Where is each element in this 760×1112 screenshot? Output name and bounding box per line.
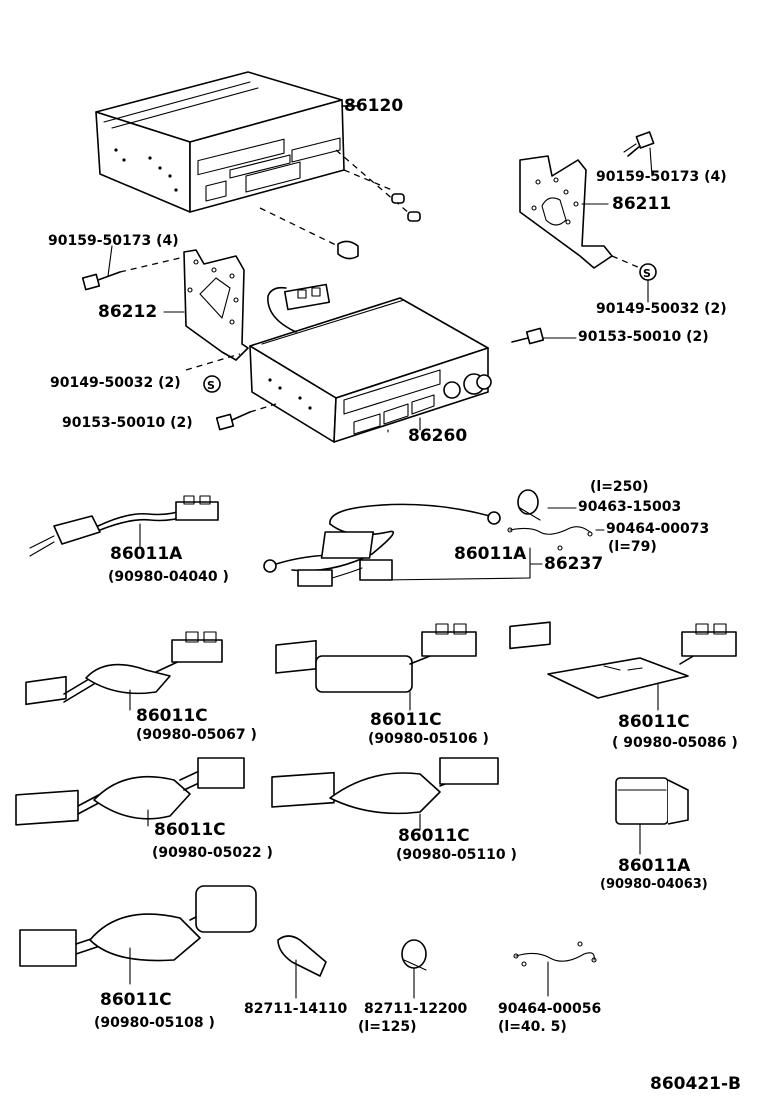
- leader-dashed: [259, 207, 343, 249]
- part-label-86011A-3: 86011A: [618, 856, 691, 876]
- part-label-86237: 86237: [544, 554, 604, 574]
- part-label-90980-05022: (90980-05022 ): [152, 845, 273, 861]
- svg-text:S: S: [643, 267, 651, 280]
- leader-dashed: [611, 255, 641, 269]
- part-label-90980-05067: (90980-05067 ): [136, 727, 257, 743]
- screw-icon: [81, 271, 121, 291]
- harness-86011C-2: [275, 623, 477, 693]
- part-label-90464-00056: 90464-00056: [498, 1001, 602, 1017]
- part-label-86011C-6: 86011C: [100, 990, 172, 1010]
- module-86011A-3: [615, 777, 689, 825]
- harness-86011C-1: [25, 631, 223, 706]
- harness-86011C-3: [509, 621, 737, 699]
- part-label-90980-05086: ( 90980-05086 ): [612, 735, 738, 751]
- harness-86011C-4: [15, 757, 245, 826]
- part-label-90149-50032-left: 90149-50032 (2): [50, 375, 181, 391]
- part-label-90980-05108: (90980-05108 ): [94, 1015, 215, 1031]
- part-label-90153-50010-right: 90153-50010 (2): [578, 329, 709, 345]
- harness-86011A-1: [29, 495, 219, 557]
- washer-s-icon: S: [639, 263, 657, 281]
- wire-icon: [513, 941, 597, 967]
- knob-icon: [337, 193, 421, 260]
- bracket-86211: [519, 155, 613, 269]
- leader-dashed: [335, 149, 411, 215]
- leader-dashed: [343, 169, 393, 191]
- leader-dashed: [249, 403, 277, 413]
- harness-86011C-6: [19, 885, 257, 967]
- part-label-86212: 86212: [98, 302, 158, 322]
- part-label-86011A-2: 86011A: [454, 544, 527, 564]
- part-label-l79: (l=79): [608, 539, 657, 555]
- part-label-90980-04063: (90980-04063): [600, 877, 708, 892]
- part-label-90464-00073: 90464-00073: [606, 521, 710, 537]
- harness-86011C-5: [271, 757, 499, 815]
- part-label-86011A-1: 86011A: [110, 544, 183, 564]
- part-label-86211: 86211: [612, 194, 672, 214]
- part-label-90153-50010-left: 90153-50010 (2): [62, 415, 193, 431]
- leader-dashed: [119, 257, 181, 273]
- part-label-l125: (l=125): [358, 1019, 417, 1035]
- part-label-86011C-3: 86011C: [618, 712, 690, 732]
- clamp-icon: [401, 939, 427, 971]
- part-label-l40-5: (l=40. 5): [498, 1019, 567, 1035]
- part-label-86011C-5: 86011C: [398, 826, 470, 846]
- clamp-icon: [277, 935, 327, 977]
- screw-icon: [215, 411, 251, 431]
- part-label-90159-50173-left: 90159-50173 (4): [48, 233, 179, 249]
- part-label-82711-12200: 82711-12200: [364, 1001, 468, 1017]
- radio-unit-86120: [95, 71, 361, 213]
- screw-icon: [511, 327, 545, 345]
- part-label-90980-04040: (90980-04040 ): [108, 569, 229, 585]
- bracket-86212: [183, 249, 249, 361]
- svg-text:S: S: [207, 379, 215, 392]
- part-label-90980-05110: (90980-05110 ): [396, 847, 517, 863]
- leader-dashed: [185, 353, 241, 371]
- connector-icon: [267, 283, 331, 333]
- part-label-90980-05106: (90980-05106 ): [368, 731, 489, 747]
- part-label-86120: 86120: [344, 96, 404, 116]
- cable-86237: [263, 503, 501, 587]
- part-label-90159-50173-right: 90159-50173 (4): [596, 169, 727, 185]
- part-label-86011C-2: 86011C: [370, 710, 442, 730]
- part-label-l250: (l=250): [590, 479, 649, 495]
- part-label-86011C-4: 86011C: [154, 820, 226, 840]
- part-label-86260: 86260: [408, 426, 468, 446]
- part-label-82711-14110: 82711-14110: [244, 1001, 348, 1017]
- screw-icon: [623, 131, 655, 157]
- cassette-unit-86260: [249, 297, 492, 443]
- clamp-icon: [517, 489, 541, 521]
- washer-s-icon: S: [203, 375, 221, 393]
- diagram-id: 860421-B: [650, 1074, 741, 1094]
- part-label-90463-15003: 90463-15003: [578, 499, 682, 515]
- part-label-90149-50032-right: 90149-50032 (2): [596, 301, 727, 317]
- part-label-86011C-1: 86011C: [136, 706, 208, 726]
- wire-icon: [507, 526, 593, 551]
